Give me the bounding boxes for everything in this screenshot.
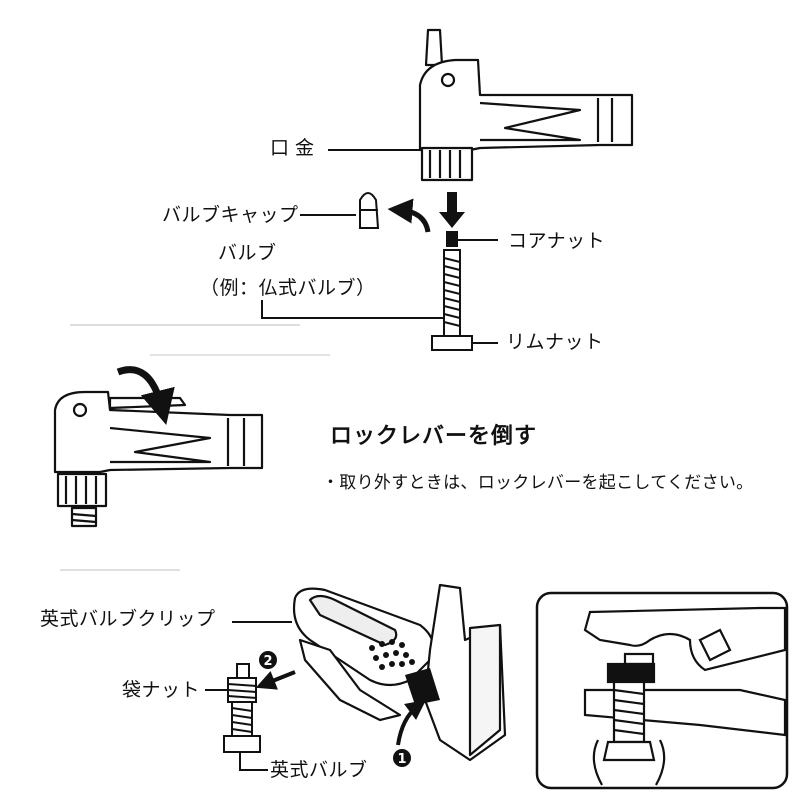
label-bag-nut: 袋ナット <box>122 679 201 701</box>
label-english-clip: 英式バルブクリップ <box>40 608 216 630</box>
down-arrow-icon <box>439 192 465 228</box>
step2-badge <box>259 651 277 669</box>
instruction-note: ・取り外すときは、ロックレバーを起こしてください。 <box>322 473 754 493</box>
label-core-nut: コアナット <box>508 230 606 252</box>
step2-arrow-icon <box>255 670 296 690</box>
step1-number: 1 <box>397 752 406 767</box>
label-valve-example: （例：仏式バルブ） <box>200 277 376 299</box>
step1-arrow-icon <box>396 699 426 746</box>
pump-head-top <box>418 28 634 182</box>
curved-arrow-icon <box>387 198 431 233</box>
leader-valve <box>261 300 444 319</box>
clip-grip-dots <box>369 639 415 670</box>
label-rim-nut: リムナット <box>506 331 604 353</box>
english-valve-clip-icon <box>292 583 507 762</box>
step1-badge <box>393 749 411 767</box>
label-valve: バルブ <box>218 242 277 264</box>
english-valve-icon <box>223 663 261 753</box>
leader-english-valve <box>239 752 268 771</box>
detail-inset-drawing <box>583 606 787 786</box>
pump-head-middle <box>53 390 264 528</box>
label-valve-cap: バルブキャップ <box>162 204 299 226</box>
lock-lever-arrow-icon <box>116 366 175 425</box>
label-kuchigane: 口金 <box>270 137 321 159</box>
instruction-heading: ロックレバーを倒す <box>330 424 538 449</box>
label-english-valve: 英式バルブ <box>270 759 368 781</box>
valve-cap-icon <box>359 192 380 229</box>
presta-valve-icon <box>431 231 473 351</box>
step2-number: 2 <box>263 654 272 669</box>
